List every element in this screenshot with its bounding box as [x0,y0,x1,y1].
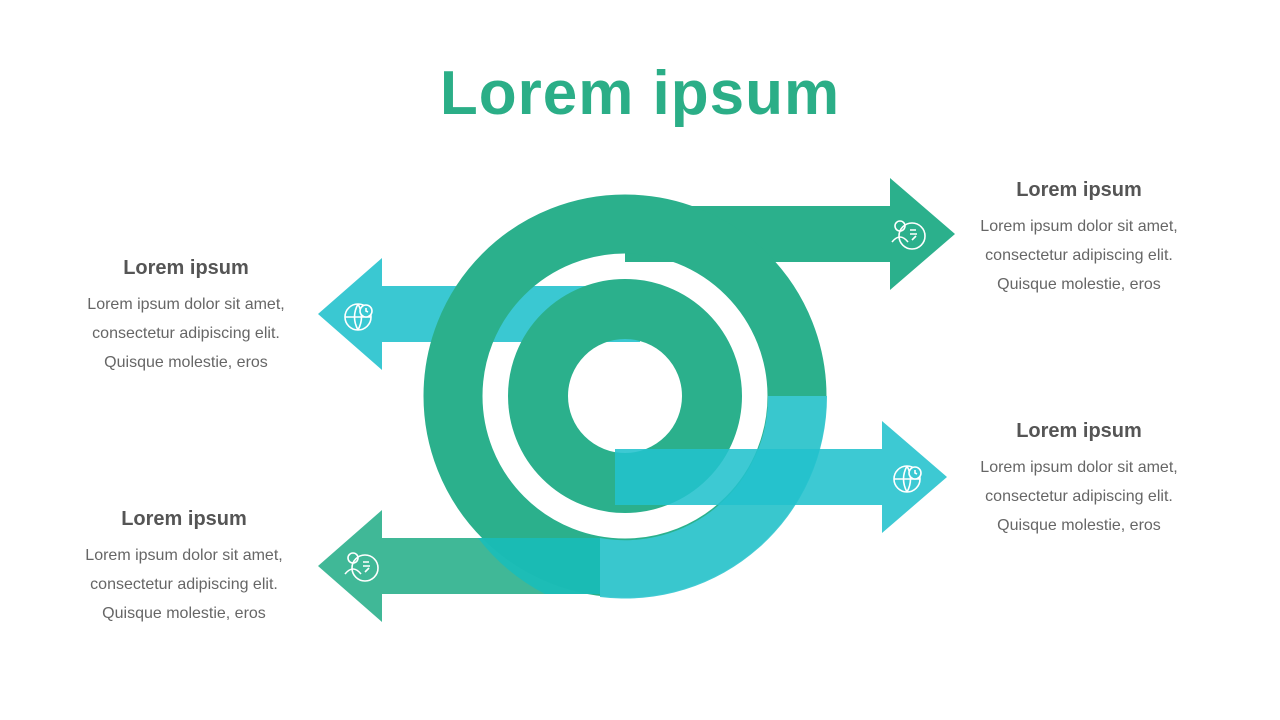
block-line: Quisque molestie, eros [104,354,268,371]
arrow-right-lower [615,421,947,533]
block-heading: Lorem ipsum [1016,179,1142,201]
text-block-top-right: Lorem ipsum Lorem ipsum dolor sit amet, … [959,179,1199,299]
people-chart-icon [344,552,379,582]
block-heading: Lorem ipsum [123,257,249,279]
block-heading: Lorem ipsum [121,508,247,530]
people-chart-icon [891,220,926,250]
globe-clock-icon [893,465,922,493]
overlap-tint [478,538,600,594]
block-line: Quisque molestie, eros [997,276,1161,293]
block-line: Lorem ipsum dolor sit amet, [980,459,1178,476]
globe-clock-icon [344,303,373,331]
block-heading: Lorem ipsum [1016,420,1142,442]
block-line: Quisque molestie, eros [102,605,266,622]
block-line: Quisque molestie, eros [997,517,1161,534]
block-line: Lorem ipsum dolor sit amet, [87,296,285,313]
page-title: Lorem ipsum [439,59,841,128]
block-line: consectetur adipiscing elit. [92,325,280,342]
text-block-left-lower: Lorem ipsum Lorem ipsum dolor sit amet, … [64,508,304,628]
block-line: Lorem ipsum dolor sit amet, [980,218,1178,235]
block-line: Lorem ipsum dolor sit amet, [85,547,283,564]
text-block-right-lower: Lorem ipsum Lorem ipsum dolor sit amet, … [959,420,1199,540]
text-block-left-upper: Lorem ipsum Lorem ipsum dolor sit amet, … [66,257,306,377]
outer-ring-cyan-segment [600,396,828,599]
block-line: consectetur adipiscing elit. [985,247,1173,264]
block-line: consectetur adipiscing elit. [90,576,278,593]
block-line: consectetur adipiscing elit. [985,488,1173,505]
